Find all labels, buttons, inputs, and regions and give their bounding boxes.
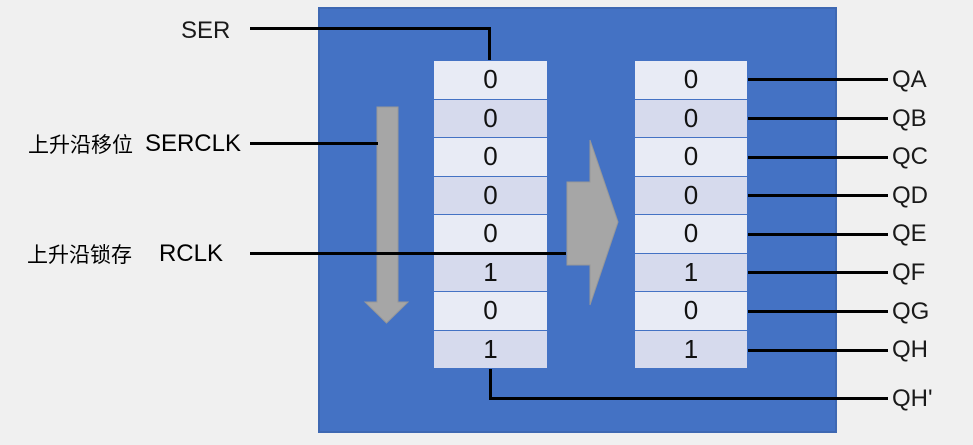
register-cell: 0	[635, 291, 747, 330]
qh-prime-wire-vertical	[489, 369, 492, 400]
register-cell: 1	[635, 329, 747, 368]
qb-label: QB	[892, 105, 927, 132]
register-cell: 0	[434, 137, 547, 176]
qe-label: QE	[892, 220, 927, 247]
qc-wire	[748, 156, 888, 159]
ser-wire-horizontal	[250, 27, 491, 30]
register-cell: 0	[635, 214, 747, 253]
ser-wire-vertical	[488, 27, 491, 60]
register-cell: 0	[434, 214, 547, 253]
register-cell: 0	[434, 61, 547, 99]
latch-transfer-right-arrow-icon	[566, 139, 619, 306]
serclk-label-row: 上升沿移位 SERCLK	[28, 130, 241, 157]
storage-register-column: 0 0 0 0 0 1 0 1	[634, 60, 748, 369]
qe-wire	[748, 233, 888, 236]
qh-prime-label: QH'	[892, 385, 933, 412]
qf-label: QF	[892, 259, 926, 286]
register-cell: 1	[434, 329, 547, 368]
qh-prime-wire-horizontal	[489, 397, 888, 400]
register-cell: 0	[635, 61, 747, 99]
rclk-note-label: 上升沿锁存	[27, 244, 132, 267]
qa-wire	[748, 78, 888, 81]
qd-label: QD	[892, 182, 928, 209]
qf-wire	[748, 271, 888, 274]
rclk-wire	[250, 252, 566, 255]
register-cell: 0	[635, 137, 747, 176]
qh-wire	[748, 349, 888, 352]
serclk-label: SERCLK	[144, 130, 241, 157]
qg-wire	[748, 310, 888, 313]
ser-label: SER	[181, 17, 231, 44]
qc-label: QC	[892, 143, 928, 170]
shift-direction-down-arrow-icon	[363, 106, 409, 324]
rclk-label: RCLK	[158, 240, 223, 267]
shift-register-column: 0 0 0 0 0 1 0 1	[433, 60, 548, 369]
register-cell: 1	[434, 252, 547, 291]
register-cell: 1	[635, 252, 747, 291]
register-cell: 0	[635, 175, 747, 214]
register-cell: 0	[434, 175, 547, 214]
serclk-note-label: 上升沿移位	[28, 134, 133, 157]
register-cell: 0	[434, 291, 547, 330]
serclk-wire	[250, 142, 378, 145]
register-cell: 0	[635, 98, 747, 137]
rclk-label-row: 上升沿锁存 RCLK	[27, 240, 223, 267]
qb-wire	[748, 117, 888, 120]
qh-label: QH	[892, 336, 928, 363]
qg-label: QG	[892, 298, 930, 325]
register-cell: 0	[434, 98, 547, 137]
qa-label: QA	[892, 66, 927, 93]
qd-wire	[748, 194, 888, 197]
